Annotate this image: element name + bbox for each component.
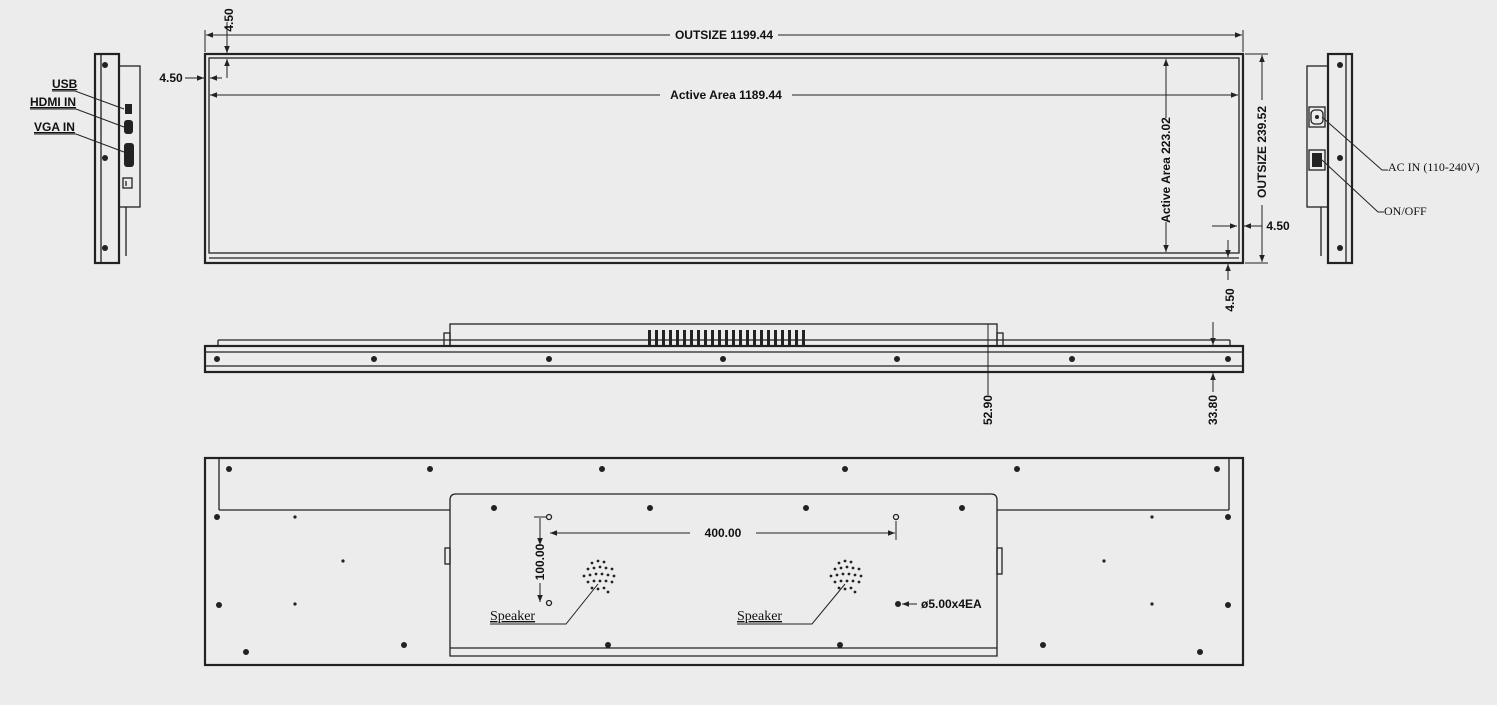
front-view: OUTSIZE 1199.44 Active Area 1189.44 Acti… xyxy=(159,8,1290,312)
top-view: 52.90 33.80 xyxy=(203,322,1245,425)
right-side-view: AC IN (110-240V) ON/OFF xyxy=(1306,52,1480,265)
speaker-right-icon xyxy=(829,559,863,594)
bezel-right-label: 4.50 xyxy=(1266,219,1290,233)
hdmi-port-icon xyxy=(124,120,133,134)
on-off-label: ON/OFF xyxy=(1384,204,1427,218)
active-height-label: Active Area 223.02 xyxy=(1159,117,1173,223)
rear-view: 400.00 100.00 Speaker Speaker ø5.00x4EA xyxy=(203,456,1245,667)
vent-slots xyxy=(648,330,805,345)
depth-panel-label: 33.80 xyxy=(1206,395,1220,425)
speaker-left-icon xyxy=(582,559,616,594)
bezel-bottom-label: 4.50 xyxy=(1223,288,1237,312)
power-switch-icon xyxy=(1308,149,1326,171)
mount-spacing-h-label: 400.00 xyxy=(705,526,742,540)
outsize-width-label: OUTSIZE 1199.44 xyxy=(675,28,773,42)
usb-port-icon xyxy=(125,104,132,114)
active-width-label: Active Area 1189.44 xyxy=(670,88,782,102)
outsize-height-label: OUTSIZE 239.52 xyxy=(1255,106,1269,198)
ac-inlet-icon xyxy=(1308,106,1326,128)
front-active-area xyxy=(208,57,1240,254)
left-side-view: USB HDMI IN VGA IN xyxy=(30,52,141,265)
vga-port-icon xyxy=(124,143,134,167)
hdmi-label: HDMI IN xyxy=(30,95,76,109)
vga-label: VGA IN xyxy=(34,120,75,134)
mount-holes-label: ø5.00x4EA xyxy=(921,597,982,611)
mount-spacing-v-label: 100.00 xyxy=(533,543,547,580)
ac-in-label: AC IN (110-240V) xyxy=(1388,160,1480,174)
speaker-right-label: Speaker xyxy=(737,609,782,624)
speaker-left-label: Speaker xyxy=(490,609,535,624)
front-outer-frame xyxy=(203,52,1245,265)
bezel-top-label: 4.50 xyxy=(222,8,236,32)
depth-total-label: 52.90 xyxy=(981,395,995,425)
bezel-left-label: 4.50 xyxy=(159,71,183,85)
usb-label: USB xyxy=(52,77,78,91)
